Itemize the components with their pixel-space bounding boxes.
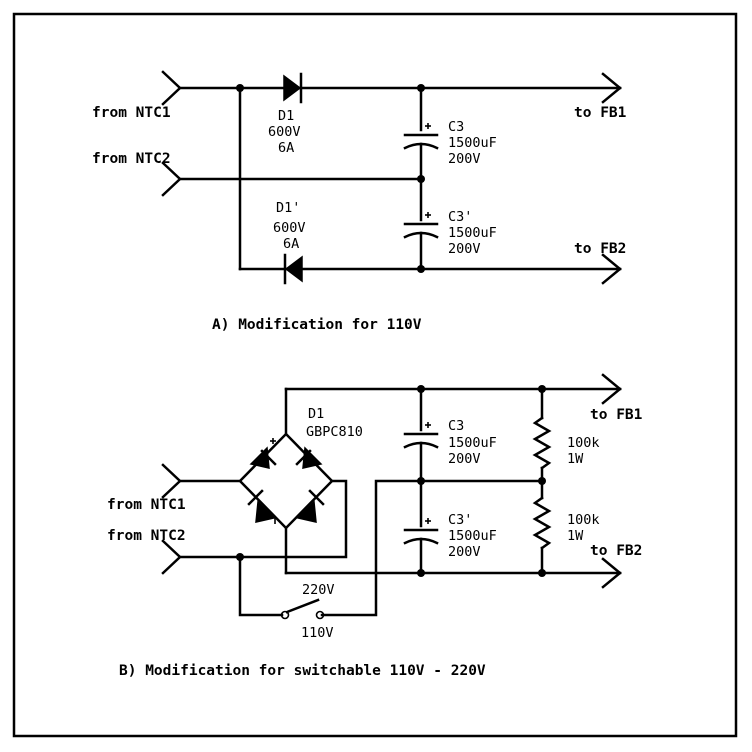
panel-b-circuit: from NTC1 from NTC2 to FB1 to FB2 D1 GBP… xyxy=(107,373,643,679)
label-from-ntc2: from NTC2 xyxy=(92,151,171,167)
junction-dot xyxy=(417,84,425,92)
junction-dot xyxy=(538,569,546,577)
c3-voltage: 200V xyxy=(448,451,481,467)
d1-name: D1 xyxy=(278,108,294,124)
d1-prime-current: 6A xyxy=(283,236,299,252)
junction-dot xyxy=(538,385,546,393)
c3-prime-voltage: 200V xyxy=(448,544,481,560)
c3-voltage: 200V xyxy=(448,151,481,167)
c3-prime-capacitance: 1500uF xyxy=(448,528,497,544)
junction-dot xyxy=(538,477,546,485)
d1-prime-voltage: 600V xyxy=(273,220,306,236)
label-to-fb2: to FB2 xyxy=(574,241,626,257)
panel-a-circuit: from NTC1 from NTC2 to FB1 to FB2 D1 600… xyxy=(92,70,627,333)
r1-power: 1W xyxy=(567,451,584,467)
junction-dot xyxy=(417,477,425,485)
bridge-name: D1 xyxy=(308,406,324,422)
input-connector-ntc2 xyxy=(161,161,182,197)
resistor-r1 xyxy=(532,416,552,470)
label-from-ntc1: from NTC1 xyxy=(107,497,186,513)
panel-a-caption: A) Modification for 110V xyxy=(212,317,422,333)
c3-prime-name: C3' xyxy=(448,512,472,528)
label-to-fb1: to FB1 xyxy=(574,105,627,121)
bridge-part: GBPC810 xyxy=(306,424,363,440)
junction-dot xyxy=(236,553,244,561)
c3-capacitance: 1500uF xyxy=(448,135,497,151)
switch-label-220v: 220V xyxy=(302,582,335,598)
junction-dot xyxy=(417,265,425,273)
d1-prime-name: D1' xyxy=(276,200,300,216)
c3-capacitance: 1500uF xyxy=(448,435,497,451)
wire-ntc2-loop xyxy=(178,479,348,559)
c3-prime-voltage: 200V xyxy=(448,241,481,257)
d1-voltage: 600V xyxy=(268,124,301,140)
wire-switch-right xyxy=(320,479,544,617)
r2-power: 1W xyxy=(567,528,584,544)
input-connector-ntc2 xyxy=(161,539,182,575)
input-connector-ntc1 xyxy=(161,463,182,499)
r2-resistance: 100k xyxy=(567,512,600,528)
r1-resistance: 100k xyxy=(567,435,600,451)
panel-b-caption: B) Modification for switchable 110V - 22… xyxy=(119,663,486,679)
junction-dot xyxy=(417,385,425,393)
c3-name: C3 xyxy=(448,119,464,135)
c3-prime-name: C3' xyxy=(448,209,472,225)
bridge-rectifier xyxy=(238,432,334,530)
label-from-ntc2: from NTC2 xyxy=(107,528,186,544)
input-connector-ntc1 xyxy=(161,70,182,106)
junction-dot xyxy=(417,569,425,577)
switch-label-110v: 110V xyxy=(301,625,334,641)
wire-switch-left xyxy=(238,555,284,617)
toggle-switch xyxy=(280,598,325,620)
junction-dot xyxy=(417,175,425,183)
junction-dot xyxy=(236,84,244,92)
diode-d1-prime xyxy=(283,253,303,285)
c3-name: C3 xyxy=(448,418,464,434)
label-to-fb1: to FB1 xyxy=(590,407,643,423)
c3-prime-capacitance: 1500uF xyxy=(448,225,497,241)
d1-current: 6A xyxy=(278,140,294,156)
label-to-fb2: to FB2 xyxy=(590,543,642,559)
resistor-r2 xyxy=(532,496,552,550)
diode-d1 xyxy=(283,72,303,104)
label-from-ntc1: from NTC1 xyxy=(92,105,171,121)
frame-border xyxy=(12,12,738,738)
